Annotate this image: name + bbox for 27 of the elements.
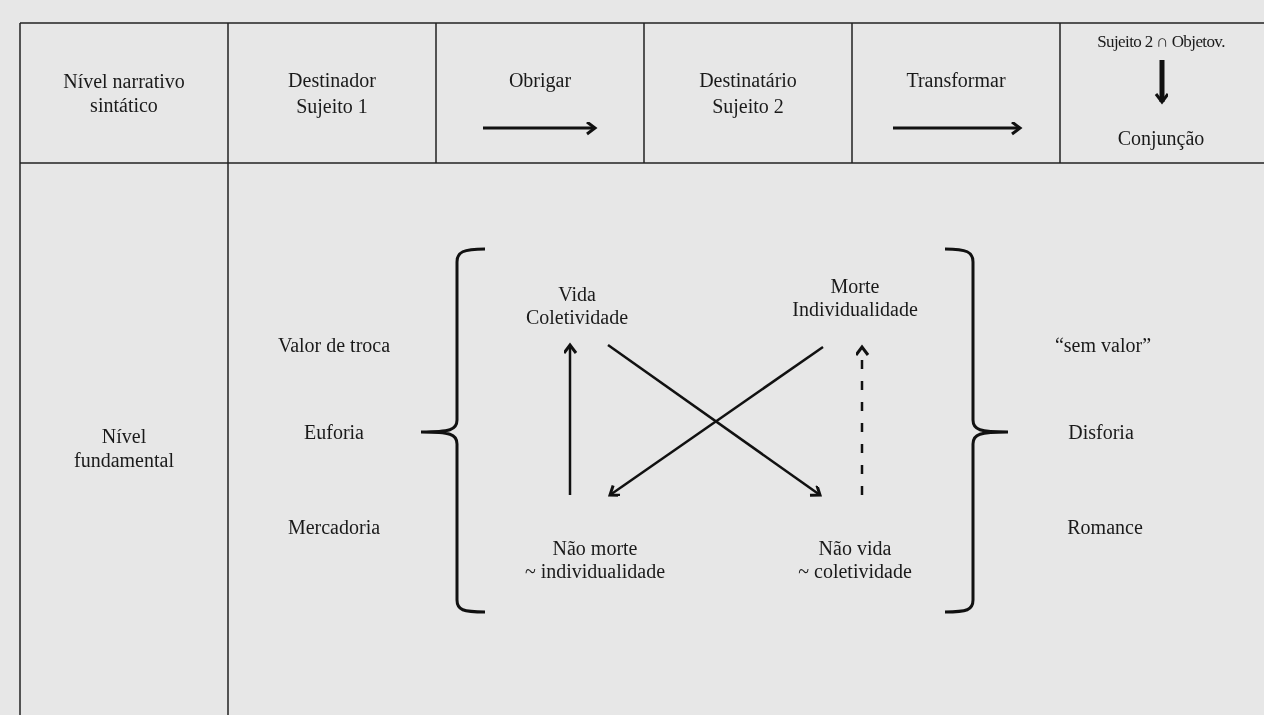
actant-label: Destinador: [288, 68, 376, 92]
value-label: Euforia: [304, 420, 364, 444]
value-label: Valor de troca: [277, 333, 391, 357]
term-text: Individualidade: [792, 298, 918, 321]
verb-label: Transformar: [906, 68, 1006, 92]
term-text: ~ individualidade: [524, 560, 666, 583]
term-text: Conjunção: [1117, 127, 1205, 150]
value-label: “sem valor”: [1054, 333, 1152, 357]
verb-label: Obrigar: [508, 68, 572, 92]
arrow: [1154, 60, 1170, 104]
row-heading: Nível fundamental: [73, 424, 175, 472]
term-text: Não morte: [552, 537, 638, 560]
term-text: Não vida: [818, 537, 892, 560]
term-text: ~ coletividade: [798, 560, 912, 583]
term-text: Vida: [558, 283, 596, 306]
actant-label: Destinatário: [699, 68, 797, 92]
value-label: Disforia: [1068, 420, 1134, 444]
arrow: [854, 345, 870, 495]
term-text: Morte: [830, 275, 880, 298]
actant-label: Sujeito 1: [296, 94, 368, 118]
term-text: Coletividade: [525, 306, 629, 329]
arrow: [562, 343, 578, 495]
row-heading: Nível narrativo sintático: [62, 69, 186, 117]
term-text: Sujeito 2 ∩ Objetov.: [1097, 31, 1225, 53]
value-label: Romance: [1067, 515, 1143, 539]
value-label: Mercadoria: [287, 515, 381, 539]
actant-label: Sujeito 2: [712, 94, 784, 118]
